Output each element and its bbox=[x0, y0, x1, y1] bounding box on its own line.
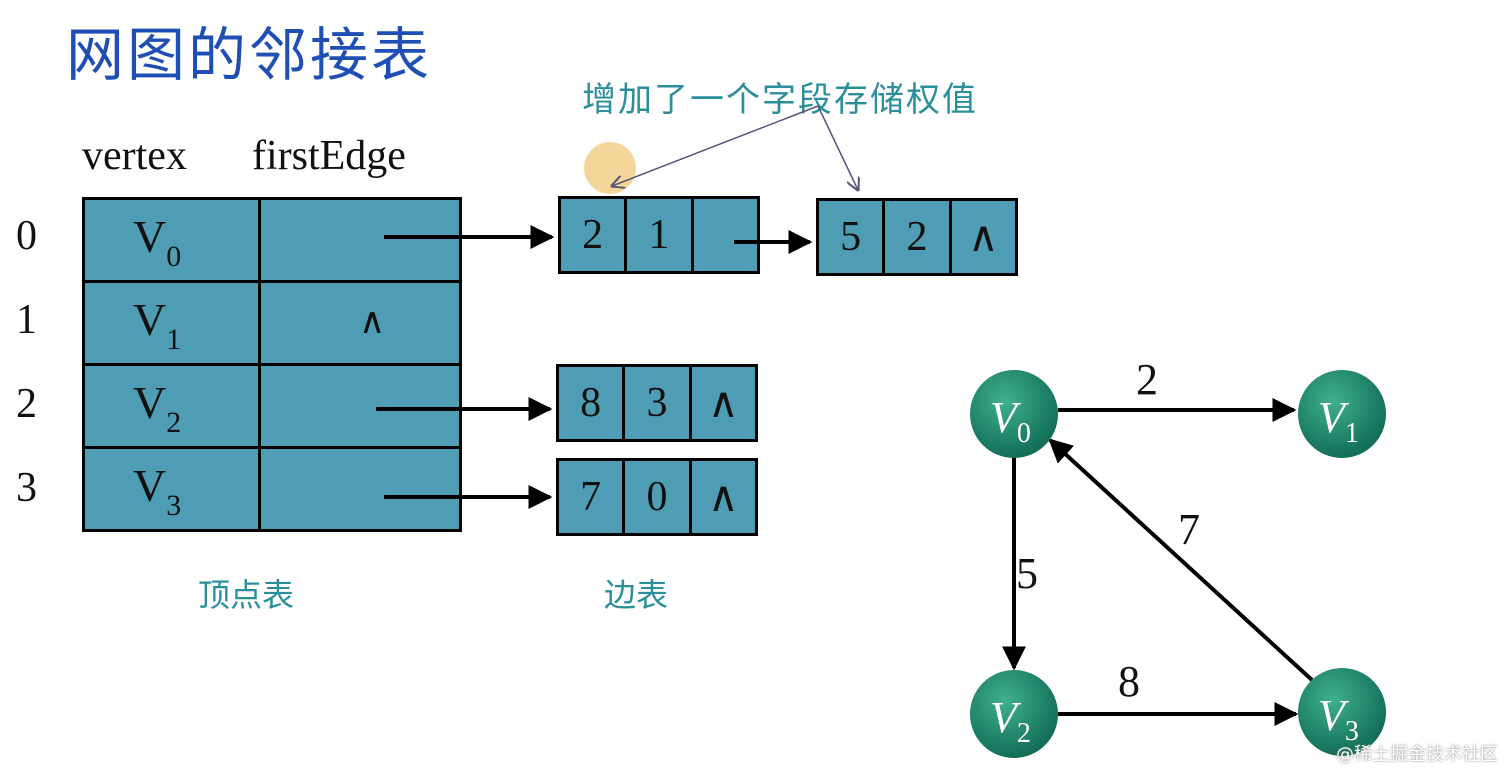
next-cell: ∧ bbox=[707, 381, 739, 427]
vertex-cell: V2 bbox=[85, 366, 261, 446]
vertex-table: V0 V1 ∧ V2 V3 bbox=[82, 197, 462, 532]
row-index-1: 1 bbox=[16, 297, 37, 343]
weight-cell: 3 bbox=[625, 367, 692, 439]
vertex-row-2: V2 bbox=[85, 366, 459, 449]
vertex-cell: V3 bbox=[85, 449, 261, 532]
adjvex-cell: 8 bbox=[559, 367, 626, 439]
graph-node-v0: V0 bbox=[970, 370, 1058, 458]
row-index-3: 3 bbox=[16, 465, 37, 511]
vertex-row-1: V1 ∧ bbox=[85, 283, 459, 366]
edge-table-caption: 边表 bbox=[604, 576, 669, 614]
vertex-table-caption: 顶点表 bbox=[198, 576, 295, 614]
adjvex-cell: 2 bbox=[561, 199, 628, 271]
annotation-text: 增加了一个字段存储权值 bbox=[582, 80, 978, 120]
first-edge-cell: ∧ bbox=[261, 283, 459, 363]
vertex-name: V0 bbox=[133, 211, 182, 273]
edge-node-v2-1: 8 3 ∧ bbox=[556, 364, 758, 442]
weight-label-v2-v3: 8 bbox=[1118, 657, 1140, 706]
weight-cell: 1 bbox=[627, 199, 694, 271]
annotation-arrow-right bbox=[817, 105, 858, 190]
vertex-row-3: V3 bbox=[85, 449, 459, 532]
row-index-2: 2 bbox=[16, 381, 37, 427]
weight-label-v0-v2: 5 bbox=[1016, 549, 1038, 598]
annotation-arrow-left bbox=[612, 105, 819, 186]
vertex-row-0: V0 bbox=[85, 200, 459, 283]
weight-cell: 0 bbox=[625, 461, 692, 533]
vertex-name: V2 bbox=[133, 377, 182, 439]
first-edge-header: firstEdge bbox=[252, 133, 406, 179]
vertex-cell: V0 bbox=[85, 200, 261, 280]
svg-text:V0: V0 bbox=[990, 393, 1031, 449]
svg-text:V1: V1 bbox=[1318, 393, 1359, 449]
svg-text:V3: V3 bbox=[1318, 691, 1359, 747]
next-cell: ∧ bbox=[707, 475, 739, 521]
graph-node-v3: V3 bbox=[1298, 668, 1386, 756]
graph-node-v1: V1 bbox=[1298, 370, 1386, 458]
page-title: 网图的邻接表 bbox=[66, 21, 433, 89]
vertex-name: V3 bbox=[133, 460, 182, 522]
vertex-name: V1 bbox=[133, 294, 182, 356]
adjvex-cell: 7 bbox=[559, 461, 626, 533]
null-symbol: ∧ bbox=[359, 301, 386, 342]
graph-edge-v3-v0 bbox=[1048, 438, 1314, 682]
graph-node-v2: V2 bbox=[970, 670, 1058, 758]
weight-label-v0-v1: 2 bbox=[1136, 355, 1158, 404]
edge-node-v3-1: 7 0 ∧ bbox=[556, 458, 758, 536]
watermark: @稀土掘金技术社区 bbox=[1336, 744, 1498, 765]
next-cell: ∧ bbox=[967, 215, 999, 261]
row-index-0: 0 bbox=[16, 213, 37, 259]
edge-node-v0-1: 2 1 bbox=[558, 196, 760, 274]
adjvex-cell: 5 bbox=[819, 201, 886, 273]
edge-node-v0-2: 5 2 ∧ bbox=[816, 198, 1018, 276]
weight-cell: 2 bbox=[885, 201, 952, 273]
vertex-header: vertex bbox=[82, 133, 187, 179]
weight-label-v3-v0: 7 bbox=[1178, 505, 1200, 554]
svg-text:V2: V2 bbox=[990, 693, 1031, 749]
vertex-cell: V1 bbox=[85, 283, 261, 363]
